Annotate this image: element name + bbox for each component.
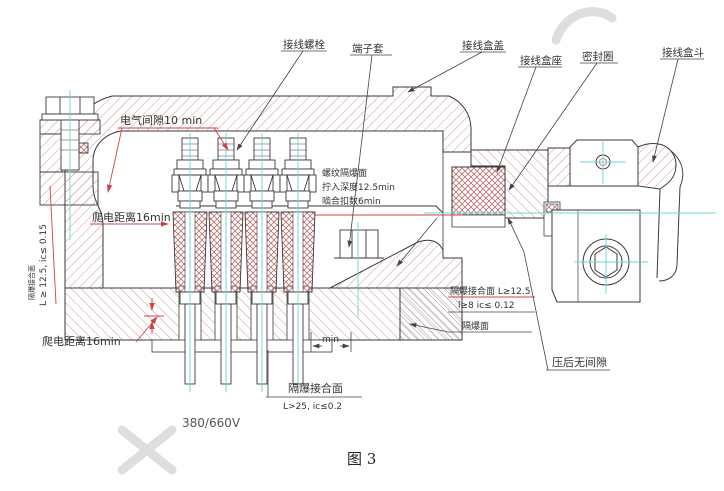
label-terminal-bolt: 接线螺栓 [283,38,325,51]
label-left-joint-spec: L ≥ 12.5, ic≤ 0.15 [39,224,49,306]
label-creepage-upper: 爬电距离16min [92,210,171,224]
label-no-gap: 压后无间隙 [552,355,607,369]
label-box-hopper: 接线盒斗 [662,46,704,59]
label-min-dim: min [322,335,339,345]
label-creepage-lower: 爬电距离16min [42,334,121,348]
label-seal-ring: 密封圈 [582,50,614,63]
figure-caption: 图 3 [347,450,376,468]
hopper-wall [658,150,684,282]
label-electrical-clearance: 电气间隙10 min [120,113,202,127]
watermark-strokes [117,7,617,475]
label-thread-flameproof-2: 拧入深度12.5min [322,181,395,193]
red-dimension-lines [49,127,535,343]
hopper-lip [637,143,677,190]
seal-ring-section [451,166,506,216]
label-left-joint-name: 隔爆接合面 [27,265,36,300]
sloped-seat [329,239,463,289]
label-right-joint-1: 隔爆接合面 L≥12.5 [450,285,530,297]
label-box-cover: 接线盒盖 [462,39,504,52]
label-bottom-joint-name: 隔爆接合面 [288,381,343,395]
label-right-joint-2: l≥8 ic≤ 0.12 [458,301,515,311]
right-assembly [451,139,684,303]
label-bottom-joint-spec: L>25, ic≤0.2 [283,402,342,412]
label-terminal-sleeve: 端子套 [352,42,384,55]
label-thread-flameproof-1: 螺纹隔爆面 [322,167,367,179]
label-thread-flameproof-3: 啮合扣数6min [322,195,381,207]
label-box-seat: 接线盒座 [520,54,562,67]
voltage-text: 380/660V [182,416,241,430]
center-hex-bolt [334,229,384,259]
centerlines [69,90,716,392]
label-leaders [236,50,704,398]
label-flameproof-face: 隔爆面 [462,320,489,332]
